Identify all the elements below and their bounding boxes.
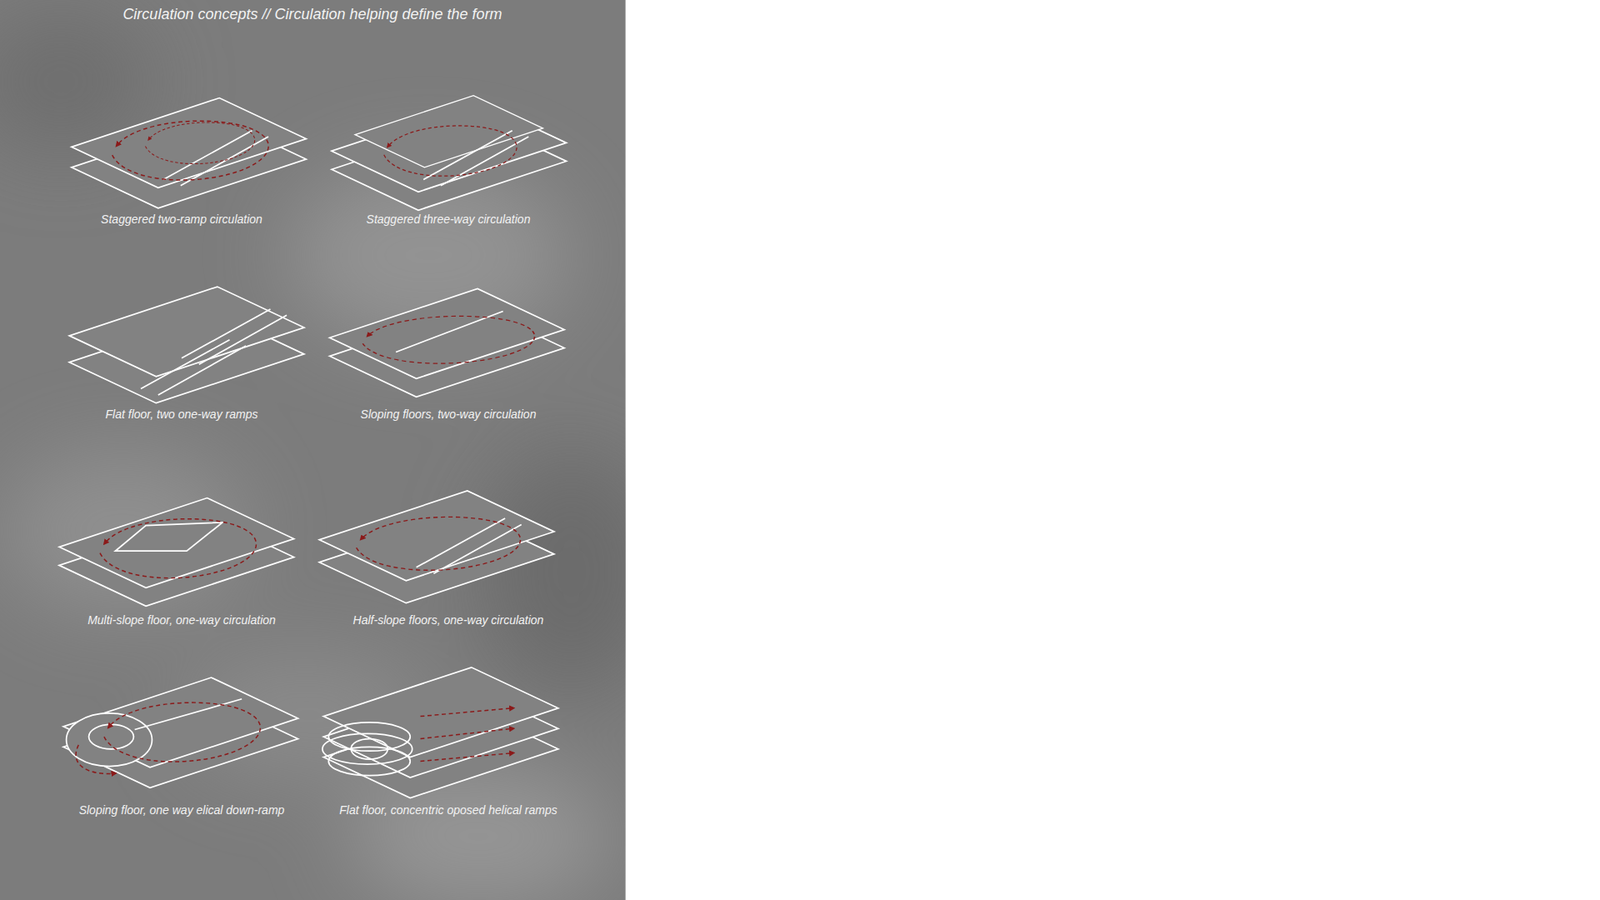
page-title: Circulation concepts // Circulation help… <box>122 5 502 24</box>
figure-caption: Multi-slope floor, one-way circulation <box>87 613 276 627</box>
figure-caption: Flat floor, concentric oposed helical ra… <box>339 803 557 817</box>
figure-caption: Staggered two-ramp circulation <box>100 212 263 226</box>
figure-caption: Half-slope floors, one-way circulation <box>353 613 545 627</box>
figure-caption: Flat floor, two one-way ramps <box>105 407 259 421</box>
figure-caption: Sloping floor, one way elical down-ramp <box>79 803 285 817</box>
figure-caption: Sloping floors, two-way circulation <box>360 407 537 421</box>
figure-caption: Staggered three-way circulation <box>366 212 531 226</box>
